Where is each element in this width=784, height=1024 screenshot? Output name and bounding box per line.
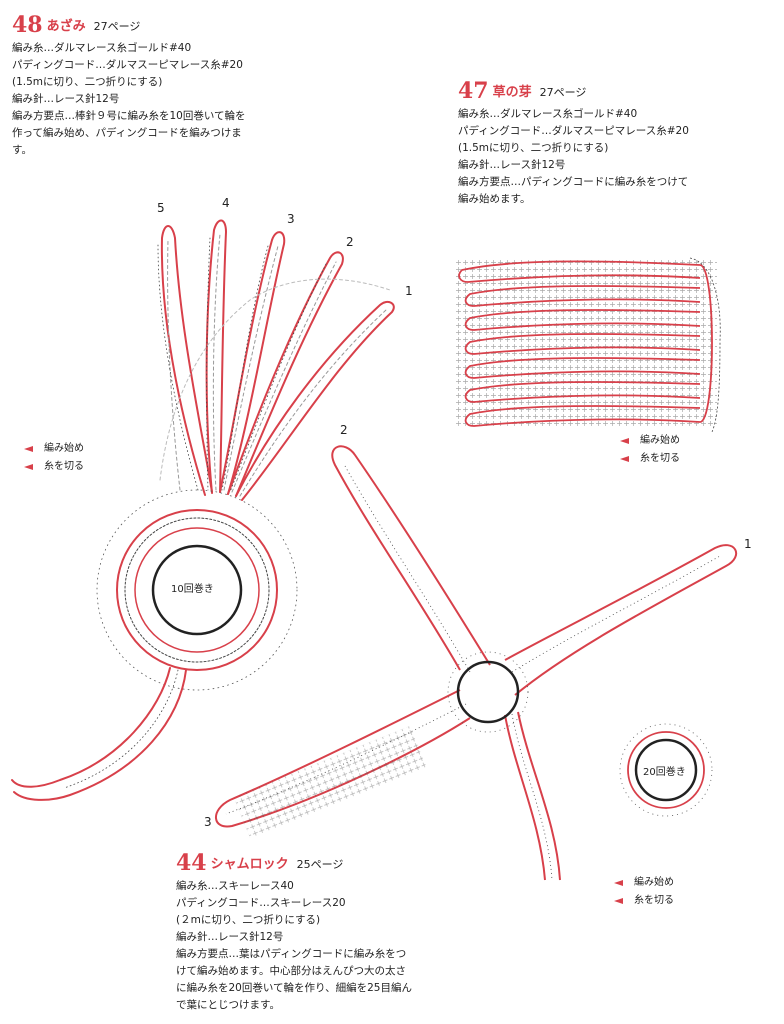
shamrock-diagram xyxy=(215,445,738,881)
legend-start: 編み始め xyxy=(44,443,84,454)
thistle-ring-label: 10回巻き xyxy=(171,584,214,595)
instruction-line: 編み方要点…棒針９号に編み糸を10回巻いて輪を xyxy=(12,110,246,122)
legend-48: 編み始め 糸を切る xyxy=(24,440,84,476)
cut-arrow-icon xyxy=(614,898,628,904)
instruction-line: パディングコード…ダルマスーピマレース糸#20 xyxy=(12,59,243,71)
thistle-diagram xyxy=(11,219,395,801)
start-arrow-icon xyxy=(614,880,628,886)
petal-number-5: 5 xyxy=(157,201,165,215)
pattern-number: 47 xyxy=(458,78,489,104)
instruction-line: 編み針…レース針12号 xyxy=(12,93,120,105)
page-reference: 25ページ xyxy=(296,858,344,871)
pattern-name: 草の芽 xyxy=(492,85,532,100)
instruction-line: (1.5mに切り、二つ折りにする) xyxy=(12,76,163,88)
leaf-number-2: 2 xyxy=(340,423,348,437)
leaf-number-3: 3 xyxy=(204,815,212,829)
instruction-line: パディングコード…スキーレース20 xyxy=(176,897,346,909)
petal-number-2: 2 xyxy=(346,235,354,249)
instruction-line: 作って編み始め、パディングコードを編みつけま xyxy=(12,127,242,139)
shamrock-ring-label: 20回巻き xyxy=(643,767,686,778)
legend-start: 編み始め xyxy=(640,435,680,446)
pattern-name: あざみ xyxy=(46,19,86,34)
instruction-line: 編み始めます。 xyxy=(458,193,531,205)
cut-arrow-icon xyxy=(24,464,38,470)
instruction-line: (２mに切り、二つ折りにする) xyxy=(176,914,321,926)
legend-cut: 糸を切る xyxy=(44,461,84,472)
instruction-line: 編み糸…ダルマレース糸ゴールド#40 xyxy=(458,108,638,120)
petal-number-3: 3 xyxy=(287,212,295,226)
instruction-line: 編み糸…スキーレース40 xyxy=(176,880,294,892)
petal-number-1: 1 xyxy=(405,284,413,298)
grass-sprout-diagram xyxy=(455,257,721,433)
pattern-name: シャムロック xyxy=(210,857,289,872)
instruction-line: パディングコード…ダルマスーピマレース糸#20 xyxy=(458,125,689,137)
legend-start: 編み始め xyxy=(634,877,674,888)
pattern-number: 44 xyxy=(176,850,207,876)
instruction-line: 編み針…レース針12号 xyxy=(458,159,566,171)
instruction-line: 編み針…レース針12号 xyxy=(176,931,284,943)
petal-number-4: 4 xyxy=(222,196,230,210)
instruction-line: す。 xyxy=(12,144,32,156)
legend-cut: 糸を切る xyxy=(640,453,680,464)
instruction-line: 編み方要点…パディングコードに編み糸をつけて xyxy=(458,176,689,188)
cut-arrow-icon xyxy=(620,456,634,462)
instruction-line: けて編み始めます。中心部分はえんぴつ大の太さ xyxy=(176,965,406,977)
legend-47: 編み始め 糸を切る xyxy=(620,432,680,468)
legend-44: 編み始め 糸を切る xyxy=(614,874,674,910)
start-arrow-icon xyxy=(24,446,38,452)
instruction-line: に編み糸を20回巻いて輪を作り、細編を25目編ん xyxy=(176,982,412,994)
page-reference: 27ページ xyxy=(93,20,141,33)
start-arrow-icon xyxy=(620,438,634,444)
instruction-line: 編み糸…ダルマレース糸ゴールド#40 xyxy=(12,42,192,54)
legend-cut: 糸を切る xyxy=(634,895,674,906)
leaf-number-1: 1 xyxy=(744,537,752,551)
instruction-line: 編み方要点…葉はパディングコードに編み糸をつ xyxy=(176,948,407,960)
instruction-line: (1.5mに切り、二つ折りにする) xyxy=(458,142,609,154)
instruction-line: で葉にとじつけます。 xyxy=(176,999,280,1011)
pattern-number: 48 xyxy=(12,12,43,38)
page-reference: 27ページ xyxy=(539,86,587,99)
